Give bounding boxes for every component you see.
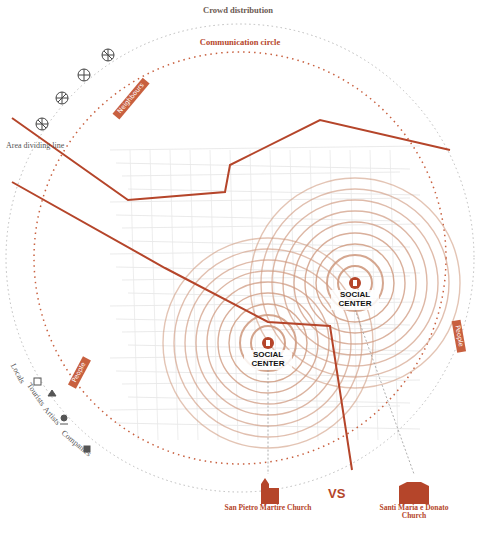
group-tag: Neighbours — [112, 77, 149, 119]
street-line — [122, 172, 400, 176]
area-dividing-line — [12, 182, 352, 470]
communication-circle — [34, 52, 446, 464]
group-tag: People — [451, 320, 465, 353]
annotation-label: VS — [328, 487, 345, 501]
church-icon — [397, 474, 431, 504]
church-icon — [251, 474, 285, 504]
social-center: SOCIAL CENTER — [331, 276, 379, 310]
group-tag: People — [68, 357, 91, 389]
street-line — [150, 150, 158, 440]
street-texture — [110, 146, 420, 440]
street-line — [110, 406, 400, 410]
influence-ring — [185, 260, 351, 426]
influence-ring — [196, 271, 340, 415]
street-line — [128, 397, 410, 403]
influence-ring — [174, 249, 362, 437]
influence-ring — [163, 238, 373, 448]
neighbour-icons — [36, 49, 114, 130]
street-line — [390, 150, 398, 440]
influence-rings — [163, 238, 373, 448]
annotation-label: Crowd distribution — [203, 6, 273, 15]
annotation-label: Area dividing line — [6, 142, 66, 151]
street-line — [122, 276, 410, 280]
node-label: Santi Maria e Donato Church — [368, 504, 460, 521]
annotation-label: Communication circle — [200, 38, 280, 47]
influence-ring — [305, 233, 405, 333]
people-icons — [34, 378, 90, 452]
node-label: SOCIAL CENTER — [331, 290, 379, 310]
street-line — [116, 215, 400, 221]
church: Santi Maria e Donato Church — [368, 474, 460, 521]
influence-ring — [261, 189, 449, 377]
street-line — [270, 150, 278, 440]
node-label: SOCIAL CENTER — [244, 350, 292, 370]
crowd-circle — [6, 24, 474, 492]
street-line — [116, 267, 420, 273]
annotation-label: Artists — [41, 405, 62, 427]
church: San Pietro Martire Church — [222, 474, 314, 512]
annotation-label: Tourists — [24, 382, 46, 408]
social-center: SOCIAL CENTER — [244, 336, 292, 370]
street-line — [130, 150, 138, 440]
center-icon — [348, 276, 362, 290]
annotation-label: Locals — [8, 362, 26, 385]
influence-leader — [355, 310, 414, 474]
influence-ring — [283, 211, 427, 355]
node-label: San Pietro Martire Church — [222, 504, 314, 512]
center-icon — [261, 336, 275, 350]
area-dividing-line — [12, 118, 450, 200]
street-line — [116, 163, 410, 169]
influence-leader — [268, 370, 269, 474]
annotation-label: Companies — [59, 429, 92, 459]
